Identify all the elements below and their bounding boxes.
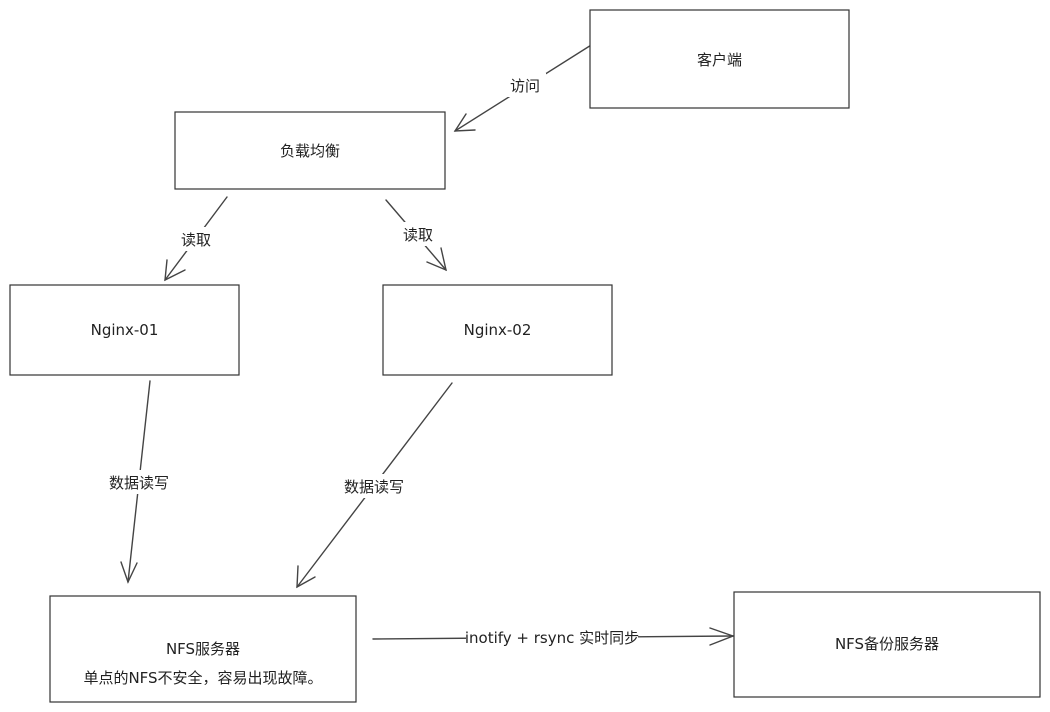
edge-label-read-right: 读取 [403,226,433,244]
node-load-balancer[interactable]: 负载均衡 [174,111,446,190]
edge-label-rw-right: 数据读写 [344,478,404,496]
edge-label-access-group: 访问 [504,73,546,97]
node-nginx-01-label: Nginx-01 [91,321,159,339]
edge-label-read-left-group: 读取 [174,227,218,251]
node-nfs-server[interactable]: NFS服务器 单点的NFS不安全，容易出现故障。 [49,595,357,703]
edge-label-sync: inotify + rsync 实时同步 [465,629,639,647]
node-nfs-backup-server-label: NFS备份服务器 [835,635,939,653]
edge-label-read-left: 读取 [181,231,211,249]
node-nfs-server-label: NFS服务器 [166,640,240,658]
edge-label-rw-right-group: 数据读写 [338,474,410,498]
node-nfs-server-note: 单点的NFS不安全，容易出现故障。 [83,669,322,687]
edge-label-read-right-group: 读取 [396,222,440,246]
node-client-label: 客户端 [697,51,742,69]
node-nginx-01[interactable]: Nginx-01 [9,284,240,376]
node-nfs-backup-server[interactable]: NFS备份服务器 [733,591,1041,698]
node-nginx-02-label: Nginx-02 [464,321,532,339]
node-load-balancer-label: 负载均衡 [280,142,340,160]
node-nginx-02[interactable]: Nginx-02 [382,284,613,376]
node-client[interactable]: 客户端 [589,9,850,109]
edge-label-access: 访问 [510,77,540,95]
edge-label-sync-group: inotify + rsync 实时同步 [465,626,639,650]
edge-label-rw-left-group: 数据读写 [103,470,175,494]
edge-label-rw-left: 数据读写 [109,474,169,492]
